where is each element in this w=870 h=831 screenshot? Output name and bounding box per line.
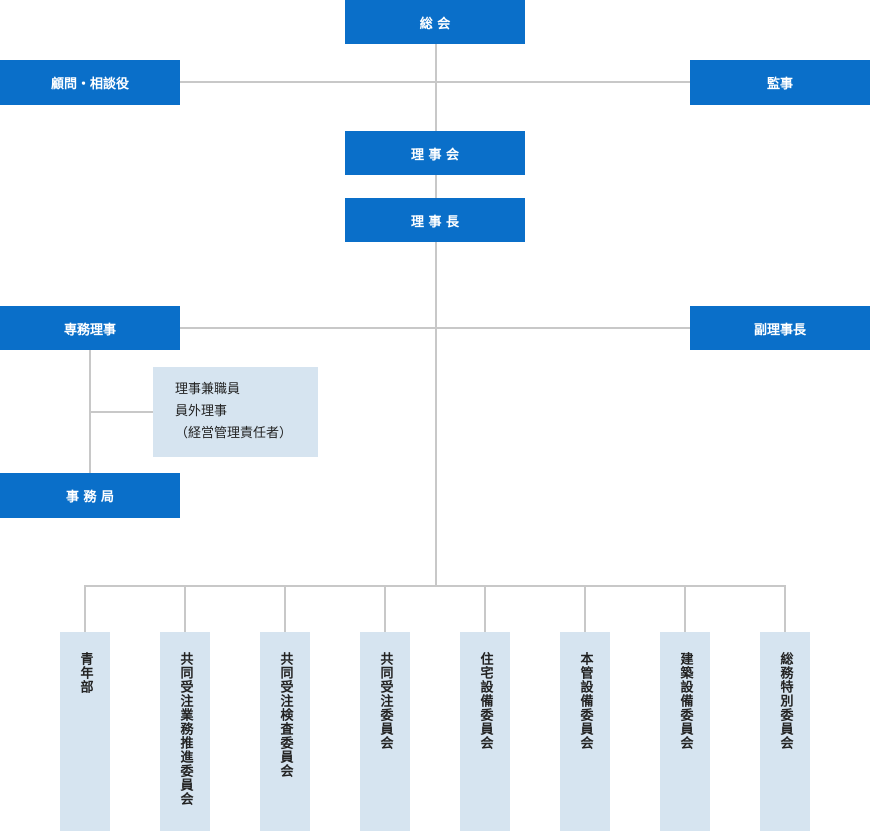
committee-box-building-equipment: 建築設備委員会 (660, 632, 710, 831)
connector-line (435, 44, 437, 131)
secretariat-box: 事 務 局 (0, 473, 180, 518)
connector-line (484, 585, 486, 632)
committee-box-joint-order-inspection: 共同受注検査委員会 (260, 632, 310, 831)
staff-director-line: 理事兼職員 (175, 382, 241, 397)
connector-line (384, 585, 386, 632)
connector-line (684, 585, 686, 632)
vice-chairman-box: 副理事長 (690, 306, 870, 350)
connector-line (435, 175, 437, 198)
committee-label: 本管設備委員会 (577, 652, 593, 750)
connector-line (284, 585, 286, 632)
committee-box-general-affairs: 総務特別委員会 (760, 632, 810, 831)
connector-line (435, 242, 437, 587)
connector-line (84, 585, 786, 587)
connector-line (180, 81, 690, 83)
committee-label: 青年部 (77, 652, 93, 694)
committee-label: 共同受注委員会 (377, 652, 393, 750)
external-director-line: 員外理事 (175, 404, 228, 419)
committee-label: 建築設備委員会 (677, 652, 693, 750)
connector-line (84, 585, 86, 632)
committee-box-main-pipe-equipment: 本管設備委員会 (560, 632, 610, 831)
committee-box-housing-equipment: 住宅設備委員会 (460, 632, 510, 831)
committee-box-joint-order-promotion: 共同受注業務推進委員会 (160, 632, 210, 831)
chairman-box: 理 事 長 (345, 198, 525, 242)
connector-line (184, 585, 186, 632)
committee-box-joint-order: 共同受注委員会 (360, 632, 410, 831)
advisor-box: 顧問・相談役 (0, 60, 180, 105)
committee-box-youth: 青年部 (60, 632, 110, 831)
connector-line (784, 585, 786, 632)
management-officer-line: （経営管理責任者） (175, 426, 293, 441)
connector-line (89, 411, 153, 413)
auditor-box: 監事 (690, 60, 870, 105)
staff-director-box: 理事兼職員 員外理事 （経営管理責任者） (153, 367, 318, 457)
committee-label: 住宅設備委員会 (477, 652, 493, 750)
connector-line (180, 327, 690, 329)
board-box: 理 事 会 (345, 131, 525, 175)
committee-label: 共同受注業務推進委員会 (177, 652, 193, 806)
managing-director-box: 専務理事 (0, 306, 180, 350)
committee-label: 共同受注検査委員会 (277, 652, 293, 778)
connector-line (584, 585, 586, 632)
committee-label: 総務特別委員会 (777, 652, 793, 750)
general-assembly-box: 総 会 (345, 0, 525, 44)
